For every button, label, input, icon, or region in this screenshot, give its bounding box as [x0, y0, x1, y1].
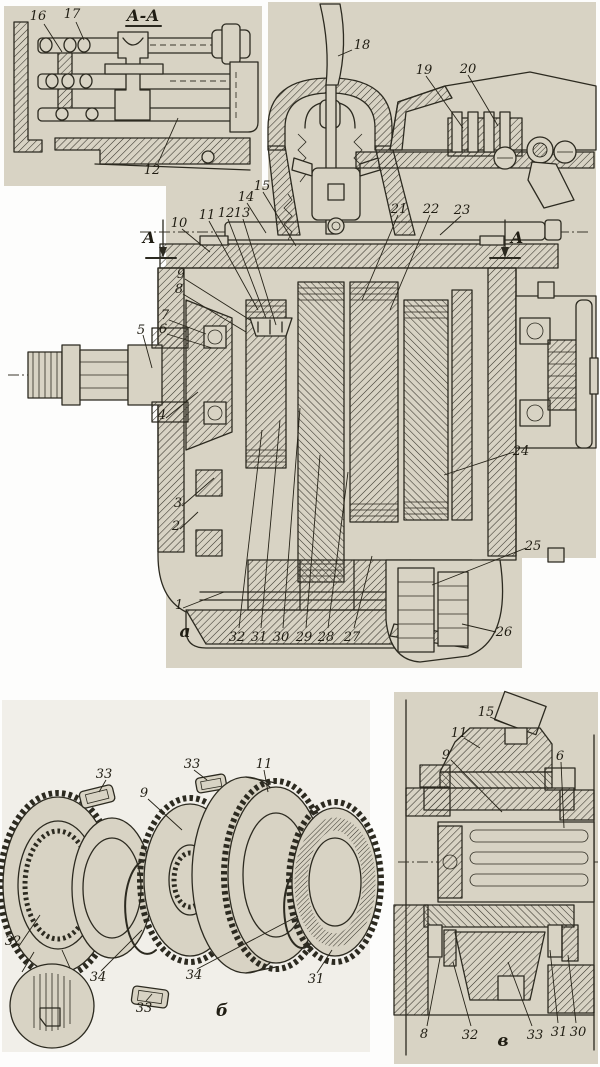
- callout-32: 32: [229, 630, 246, 645]
- callout-15-v: 15: [478, 705, 495, 720]
- callout-28: 28: [317, 630, 335, 645]
- callout-29: 29: [295, 630, 313, 645]
- callout-12-aa: 12: [144, 163, 161, 178]
- callout-9-b: 9: [140, 786, 148, 801]
- section-aa-title: А-А: [126, 6, 160, 25]
- callout-2: 2: [171, 519, 180, 534]
- callout-33-b3: 33: [136, 1001, 153, 1016]
- callout-20: 20: [459, 62, 477, 77]
- callout-10: 10: [171, 216, 188, 231]
- callout-21: 21: [390, 202, 408, 217]
- callout-11-v: 11: [451, 726, 468, 741]
- callout-17: 17: [64, 7, 81, 22]
- output-shaft: [515, 281, 599, 449]
- input-shaft: [27, 327, 189, 423]
- callout-25: 25: [524, 539, 542, 554]
- callout-15: 15: [254, 179, 271, 194]
- callout-19: 19: [416, 63, 433, 78]
- callout-5: 5: [137, 323, 145, 338]
- main-cross-section: А А: [8, 3, 599, 663]
- callout-6-v: 6: [556, 749, 564, 764]
- marker-a-right: А: [509, 228, 523, 247]
- callout-33-b1: 33: [96, 767, 113, 782]
- snap-ring-front: [124, 859, 157, 955]
- shifter-tower: [267, 77, 416, 236]
- section-aa-view: А-А 16 17 12: [13, 6, 259, 178]
- callout-7: 7: [161, 308, 170, 323]
- top-cover: [159, 243, 559, 269]
- callout-34-b1: 34: [90, 970, 107, 985]
- exploded-synchronizer-view: 33 33 11 9 32 34 33 34 31 б: [0, 757, 384, 1049]
- callout-32-v: 32: [462, 1028, 479, 1043]
- gear-lever: [319, 3, 345, 86]
- magnifier-detail: [9, 949, 95, 1049]
- callout-1: 1: [175, 598, 183, 613]
- section-marker-left: А: [141, 219, 177, 259]
- callout-9-v: 9: [442, 748, 450, 763]
- pto-cover: [385, 547, 565, 663]
- callout-24: 24: [512, 444, 530, 459]
- callout-9: 9: [177, 267, 185, 282]
- callout-33-v: 33: [527, 1028, 544, 1043]
- callout-14: 14: [238, 190, 255, 205]
- callout-30: 30: [273, 630, 290, 645]
- callout-3: 3: [174, 496, 182, 511]
- callout-23: 23: [453, 203, 471, 218]
- callout-27: 27: [343, 630, 361, 645]
- callout-32-b: 32: [5, 934, 22, 949]
- callout-31: 31: [251, 630, 268, 645]
- callout-30-v: 30: [570, 1025, 587, 1040]
- callout-8: 8: [175, 282, 183, 297]
- synchronizer-section-view: 15 11 9 6 8 32 33 31 30 в: [393, 690, 598, 1056]
- callout-33-b2: 33: [184, 757, 201, 772]
- marker-a-left: А: [141, 228, 155, 247]
- view-label-a: а: [179, 622, 190, 642]
- gear-train: [245, 281, 473, 611]
- callout-12: 12: [218, 206, 235, 221]
- main-leaders: [142, 49, 527, 633]
- callout-11-b: 11: [256, 757, 273, 772]
- callout-13: 13: [234, 206, 251, 221]
- view-label-b: б: [216, 1001, 228, 1021]
- callout-11: 11: [199, 208, 216, 223]
- callout-26: 26: [495, 625, 513, 640]
- section-marker-right: А: [489, 219, 524, 259]
- splined-shaft: [437, 821, 595, 903]
- callout-34-b2: 34: [186, 968, 203, 983]
- callout-6: 6: [159, 322, 167, 337]
- callout-31-v: 31: [551, 1025, 568, 1040]
- detent-detail-view: [355, 71, 597, 209]
- callout-8-v: 8: [420, 1027, 428, 1042]
- callout-18: 18: [354, 38, 371, 53]
- callout-31-b: 31: [308, 972, 325, 987]
- view-label-v: в: [497, 1031, 508, 1051]
- callout-4: 4: [157, 408, 166, 423]
- callout-22: 22: [422, 202, 440, 217]
- callout-16: 16: [30, 9, 47, 24]
